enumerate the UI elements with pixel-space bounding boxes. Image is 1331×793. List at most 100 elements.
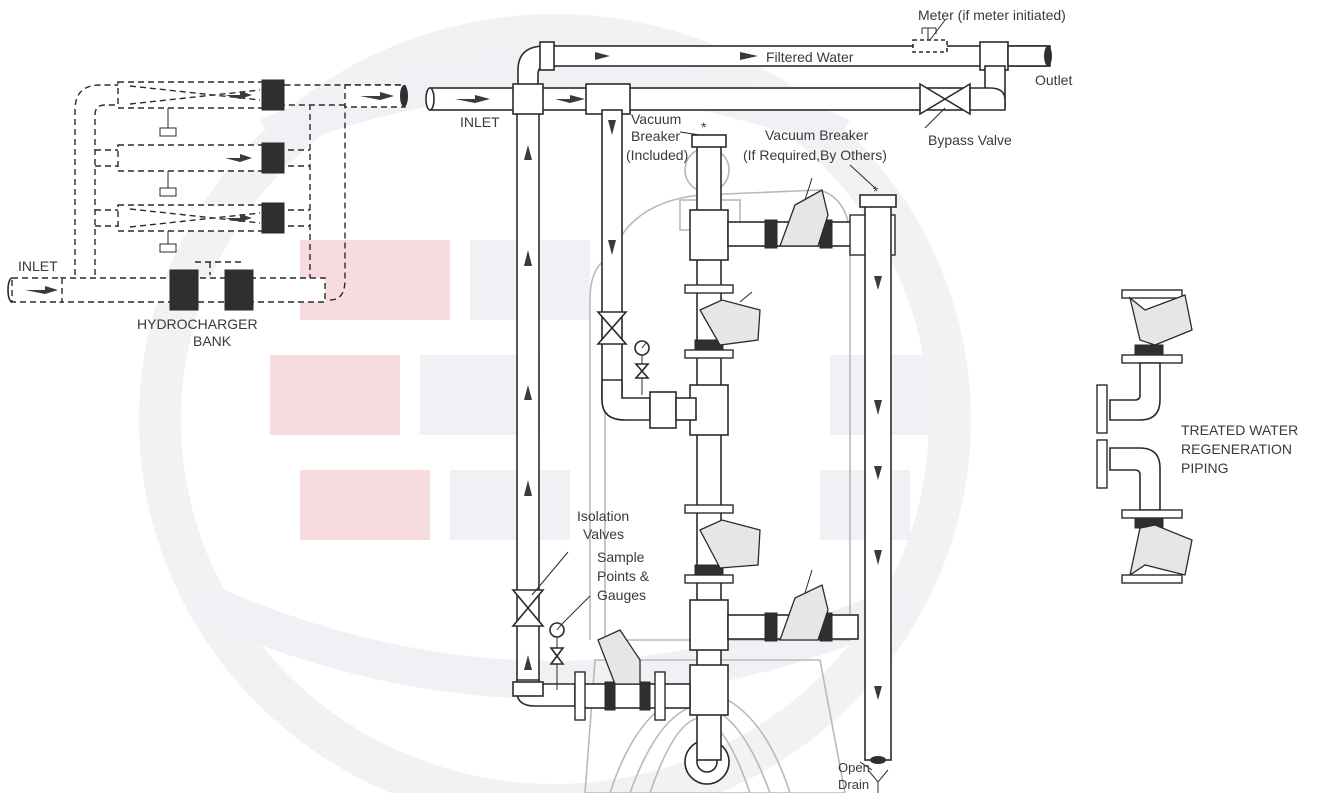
label-sample-1: Sample [597, 549, 645, 565]
valve-bl-flange-header [654, 671, 666, 721]
charger-3-cap [261, 202, 285, 234]
outlet-pipe [1007, 45, 1049, 67]
flow-arrow-hydro-inlet [25, 286, 58, 294]
watermark-red-bar-2 [270, 355, 400, 435]
label-treated-1: TREATED WATER [1181, 422, 1298, 438]
flow-arrow-inlet-top-2 [555, 95, 585, 103]
charger-2-arrow [225, 154, 252, 162]
label-inlet-left: INLET [18, 258, 58, 274]
header-flange-2 [684, 349, 734, 359]
regen-flange-left-bottom [1096, 439, 1108, 489]
regen-flange-left-top [1096, 384, 1108, 434]
charger-3-tap [159, 231, 177, 253]
charger-3-pipe [95, 209, 310, 227]
drain-end-cap [870, 756, 886, 764]
inlet-pipe-top-open-end [425, 87, 435, 111]
valve-br-stem [804, 569, 813, 594]
top-piping [425, 27, 1052, 116]
flow-arrow-drain-5 [874, 686, 882, 700]
treated-water-regeneration-piping [1096, 289, 1193, 584]
inlet-branch-down [596, 109, 697, 429]
isolation-valve-branch [596, 311, 628, 345]
inlet-branch-valve-body [649, 391, 677, 429]
diaphragm-valves [574, 177, 896, 721]
flow-arrow-riser-4 [524, 480, 532, 496]
inlet-riser-bottom-coupling [512, 681, 544, 697]
inlet-riser [511, 83, 576, 707]
valve-tr-stem [804, 177, 813, 201]
diaphragm-valve-lower [694, 519, 761, 576]
valve-bl-body [597, 629, 641, 685]
valve-tr-body [779, 189, 829, 247]
label-vacuum-others-1: Vacuum Breaker [765, 127, 869, 143]
leader-lines [531, 19, 946, 771]
flow-arrow-riser-3 [524, 385, 532, 400]
label-treated-3: PIPING [1181, 460, 1228, 476]
label-bypass-valve: Bypass Valve [928, 132, 1012, 148]
regen-valve-top [1128, 294, 1193, 346]
gauge-lower-needle [556, 624, 562, 631]
hydrocharger-bank [7, 79, 408, 311]
gauge-upper-needle [641, 342, 647, 349]
header-tee-lower [689, 599, 729, 651]
leader-vacuum-others [849, 164, 876, 189]
valve-mid-body [699, 299, 761, 346]
flow-arrow-inlet-top-1 [455, 95, 490, 103]
regen-flange-top-2 [1121, 354, 1183, 364]
flow-arrow-drain-2 [874, 400, 882, 415]
label-isolation-1: Isolation [577, 508, 629, 524]
drain-column: * [859, 183, 897, 793]
valve-bl-flange-mid [604, 681, 616, 711]
flow-arrow-filtered-1 [560, 52, 610, 60]
watermark-red-bar-3 [300, 470, 430, 540]
outlet-end-cap [1044, 46, 1052, 66]
charger-3-arrow [225, 214, 252, 222]
outlet-elbow [969, 87, 1006, 111]
hydrocharger-exit-cap [400, 85, 408, 107]
inlet-riser-tee-top [512, 83, 544, 115]
flow-arrow-riser-1 [524, 145, 532, 160]
leader-vacuum-included [679, 131, 701, 136]
header-flange-4 [684, 574, 734, 584]
label-open-drain-1: Open [838, 760, 870, 775]
regen-flange-bottom [1121, 509, 1183, 519]
label-meter: Meter (if meter initiated) [918, 7, 1066, 23]
valve-low-flange [694, 564, 724, 576]
valve-low-body [699, 519, 761, 569]
valve-bl-flange-left [574, 671, 586, 721]
flow-arrow-drain-4 [874, 550, 882, 565]
main-header-column: * [684, 119, 734, 761]
flow-arrow-drain-1 [874, 276, 882, 290]
leader-open-drain [859, 761, 873, 771]
flow-arrow-filtered-2 [710, 52, 758, 60]
regen-flange-top [1121, 289, 1183, 299]
flow-arrow-riser-2 [524, 250, 532, 266]
charger-2-body [117, 144, 279, 172]
flow-arrow-branch-2 [608, 240, 616, 255]
flow-arrow-hydro-exit [360, 92, 394, 100]
label-vacuum-included-3: (Included) [626, 147, 688, 163]
inlet-branch-elbow [601, 379, 651, 421]
label-outlet: Outlet [1035, 72, 1072, 88]
label-isolation-2: Valves [583, 526, 624, 542]
label-vacuum-included-2: Breaker [631, 128, 680, 144]
label-filtered-water: Filtered Water [766, 49, 854, 65]
valve-bl-flange-right [639, 681, 651, 711]
inlet-top-tee [585, 83, 631, 115]
hydrocharger-row-1 [117, 79, 285, 137]
charger-2-cap [261, 142, 285, 174]
hydrocharger-row-2 [95, 142, 310, 197]
meter-stem [921, 27, 937, 40]
label-open-drain-2: Drain [838, 777, 869, 792]
charger-1-body [117, 81, 279, 109]
tank-base [584, 659, 846, 793]
valve-tr-flange-left [764, 219, 778, 249]
label-sample-3: Gauges [597, 587, 646, 603]
flow-arrow-branch-1 [608, 120, 616, 135]
valve-br-flange-left [764, 612, 778, 642]
charger-1-cap [261, 79, 285, 111]
regen-flange-bottom-2 [1121, 574, 1183, 584]
diaphragm-valve-bottom-left [574, 629, 691, 721]
charger-1-tap [159, 108, 177, 137]
